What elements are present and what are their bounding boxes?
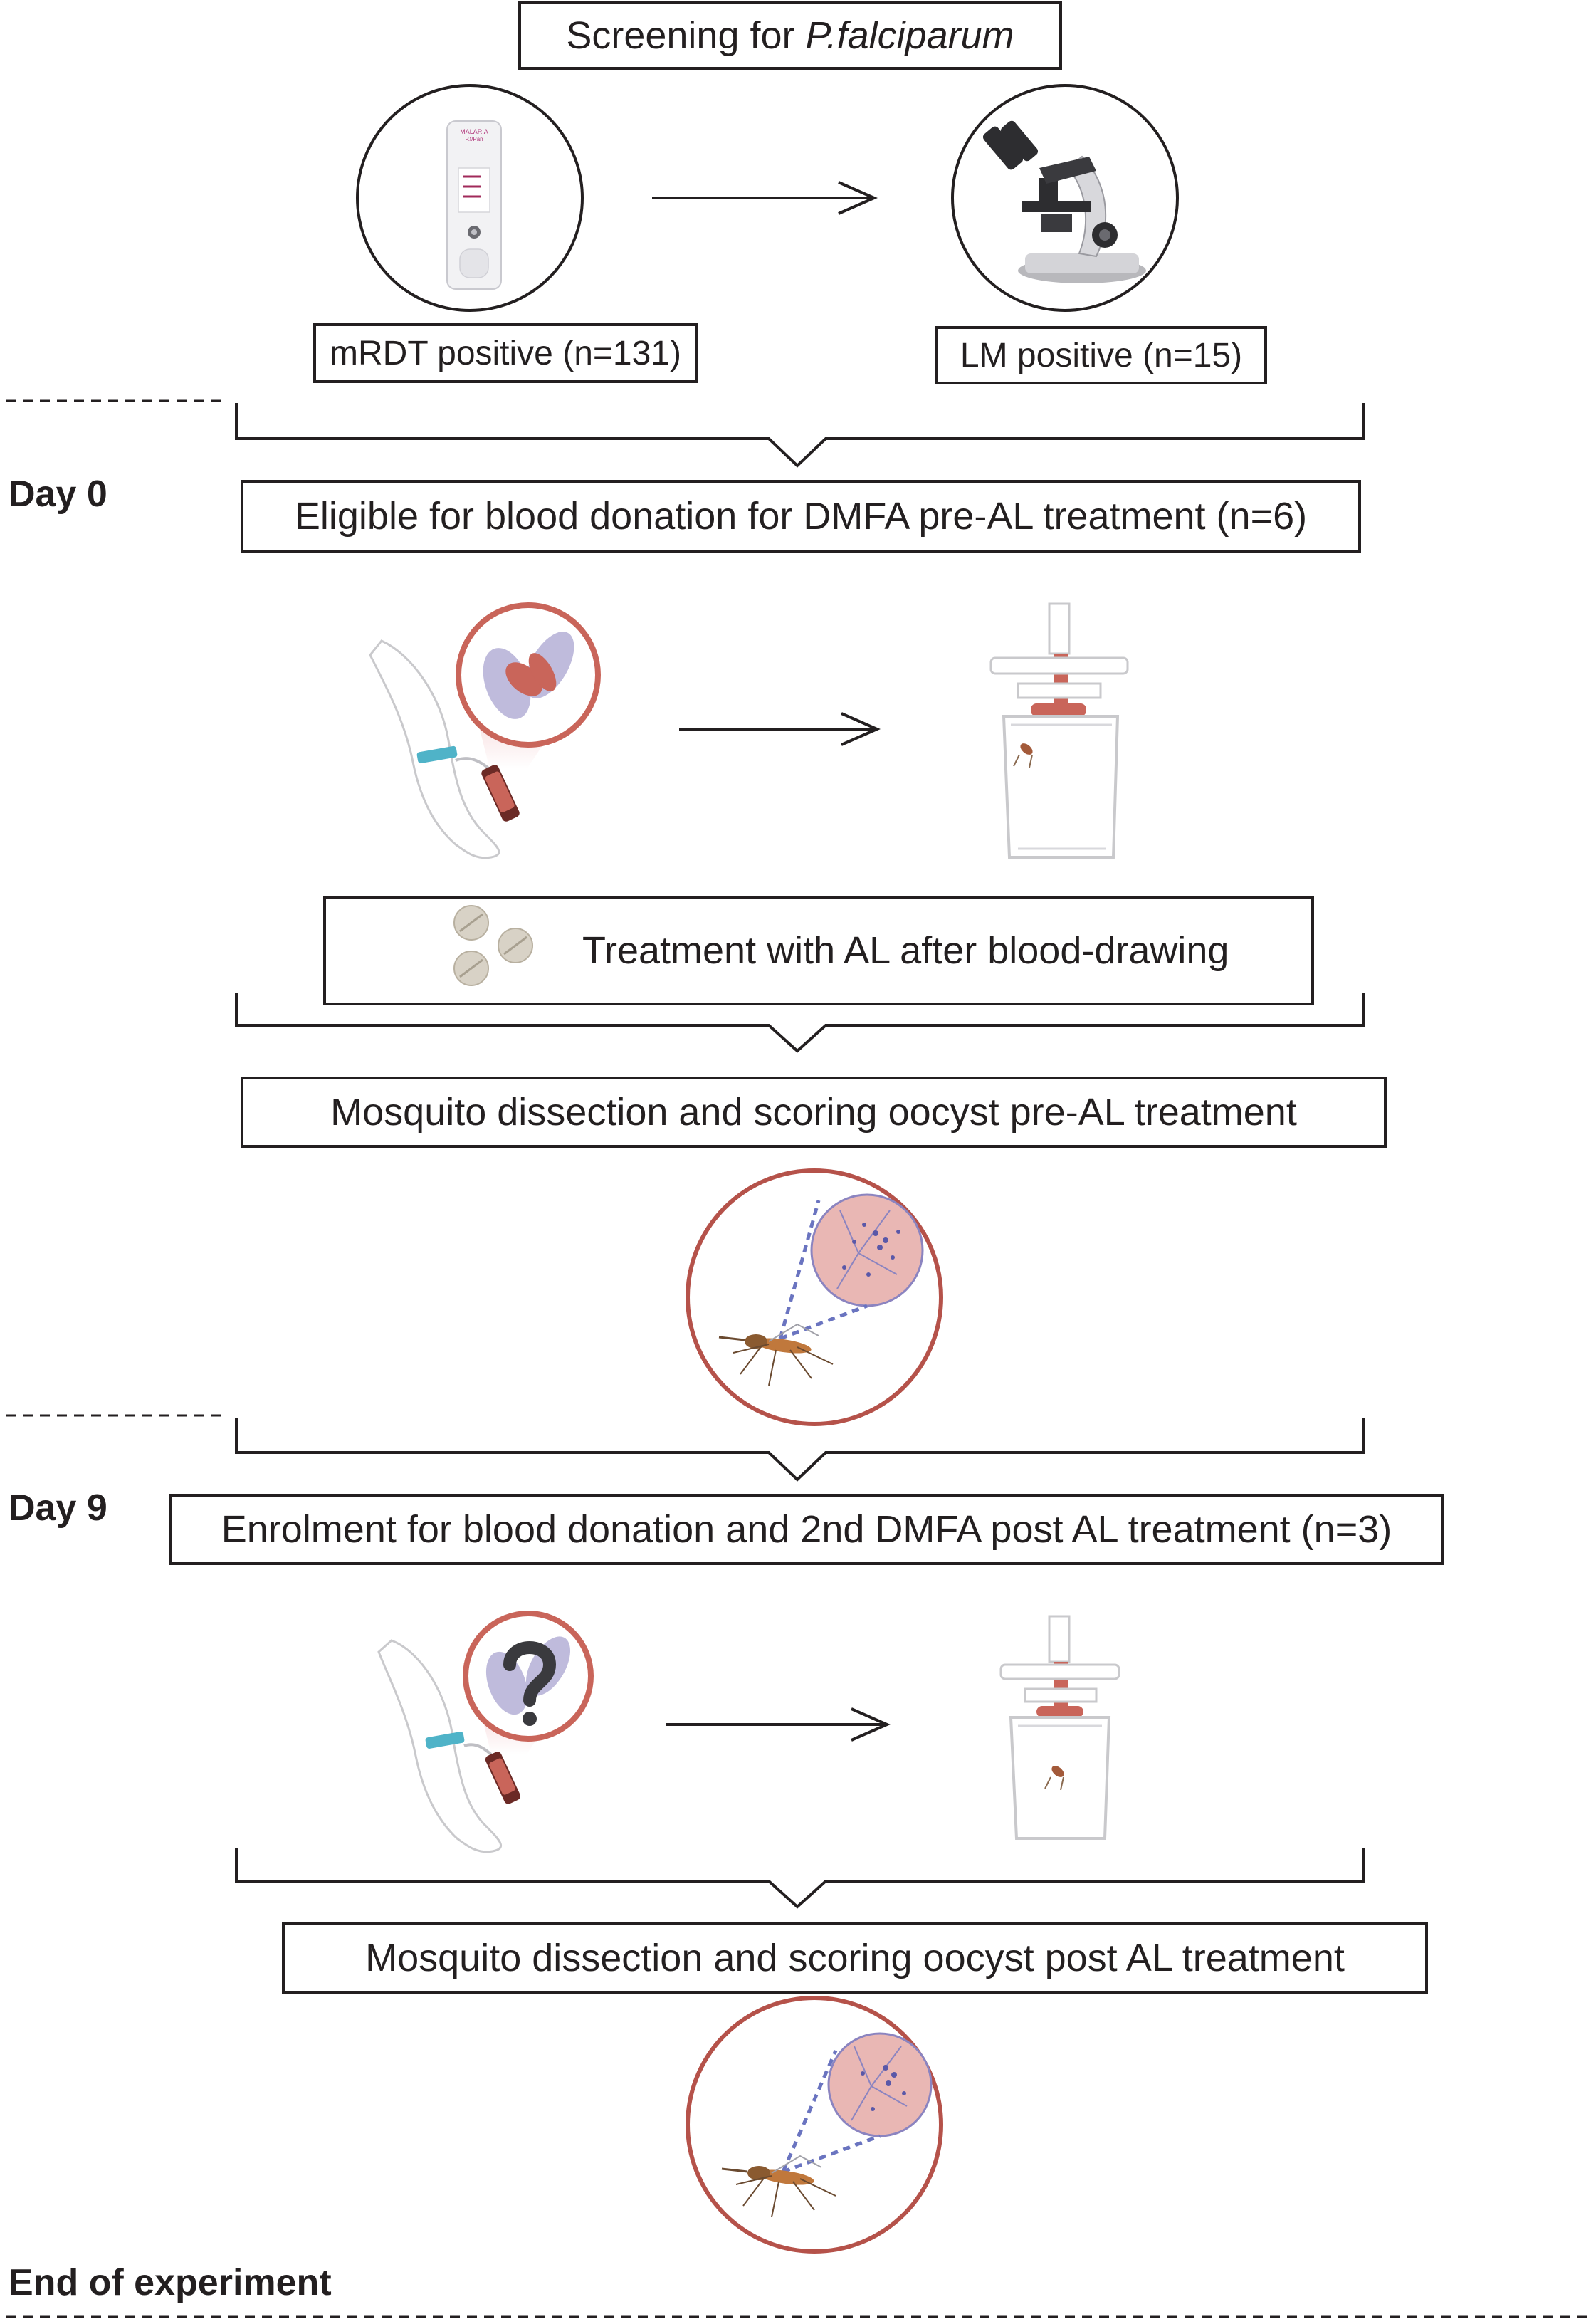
- screening-title-box: Screening for P.falciparum: [518, 1, 1062, 70]
- lm-positive-box: LM positive (n=15): [935, 326, 1267, 384]
- mosquito-midgut-icon: [686, 1996, 943, 2254]
- enrolment-label: Enrolment for blood donation and 2nd DMF…: [221, 1508, 1392, 1551]
- day0-label: Day 0: [9, 473, 107, 515]
- dissection-post-box: Mosquito dissection and scoring oocyst p…: [282, 1922, 1428, 1994]
- rdt-cassette-icon: MALARIA P.f/Pan: [356, 84, 584, 312]
- dissection-pre-label: Mosquito dissection and scoring oocyst p…: [330, 1091, 1297, 1134]
- membrane-feeder-icon: [999, 1615, 1120, 1840]
- lm-positive-label: LM positive (n=15): [960, 336, 1243, 375]
- enrolment-box: Enrolment for blood donation and 2nd DMF…: [169, 1494, 1444, 1565]
- microscope-icon: [951, 84, 1179, 312]
- dissection-post-label: Mosquito dissection and scoring oocyst p…: [365, 1937, 1345, 1979]
- arrow-icon: [652, 181, 878, 215]
- mrdt-positive-box: mRDT positive (n=131): [313, 323, 698, 383]
- membrane-feeder-icon: [989, 602, 1129, 859]
- rdt-device-text: MALARIA: [460, 128, 488, 135]
- bracket-connector: [235, 1848, 1365, 1909]
- mosquito-midgut-icon: [686, 1168, 943, 1426]
- mrdt-positive-label: mRDT positive (n=131): [330, 334, 681, 372]
- arm-blood-draw-question-icon: [377, 1611, 594, 1853]
- arm-blood-draw-icon: [369, 602, 601, 859]
- treatment-box: Treatment with AL after blood-drawing: [323, 896, 1314, 1005]
- eligible-box: Eligible for blood donation for DMFA pre…: [241, 480, 1361, 553]
- rdt-device-subtext: P.f/Pan: [465, 136, 483, 142]
- dissection-pre-box: Mosquito dissection and scoring oocyst p…: [241, 1077, 1387, 1148]
- screening-prefix: Screening for: [566, 14, 806, 57]
- screening-organism: P.falciparum: [805, 14, 1014, 57]
- bracket-connector: [235, 993, 1365, 1053]
- arrow-icon: [666, 1707, 891, 1742]
- bracket-connector: [235, 1418, 1365, 1482]
- pills-icon: [453, 905, 533, 986]
- bracket-connector: [235, 403, 1365, 468]
- eligible-label: Eligible for blood donation for DMFA pre…: [294, 495, 1308, 538]
- end-of-experiment-label: End of experiment: [9, 2262, 332, 2303]
- treatment-label: Treatment with AL after blood-drawing: [582, 929, 1229, 972]
- day9-label: Day 9: [9, 1487, 107, 1529]
- arrow-icon: [679, 712, 881, 746]
